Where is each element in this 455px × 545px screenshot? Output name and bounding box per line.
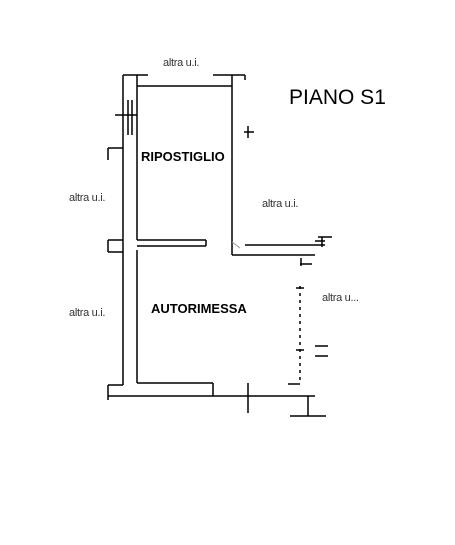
neighbor-label-left-upper: altra u.i. [69, 192, 106, 204]
neighbor-label-left-lower: altra u.i. [69, 307, 106, 319]
floor-title: PIANO S1 [289, 86, 386, 109]
room-label-autorimessa: AUTORIMESSA [151, 301, 247, 316]
garage-door-swing [231, 241, 241, 249]
neighbor-label-right-upper: altra u.i. [262, 198, 299, 210]
neighbor-label-top: altra u.i. [163, 57, 200, 69]
room-label-ripostiglio: RIPOSTIGLIO [141, 149, 225, 164]
neighbor-label-right-lower: altra u... [322, 292, 359, 304]
